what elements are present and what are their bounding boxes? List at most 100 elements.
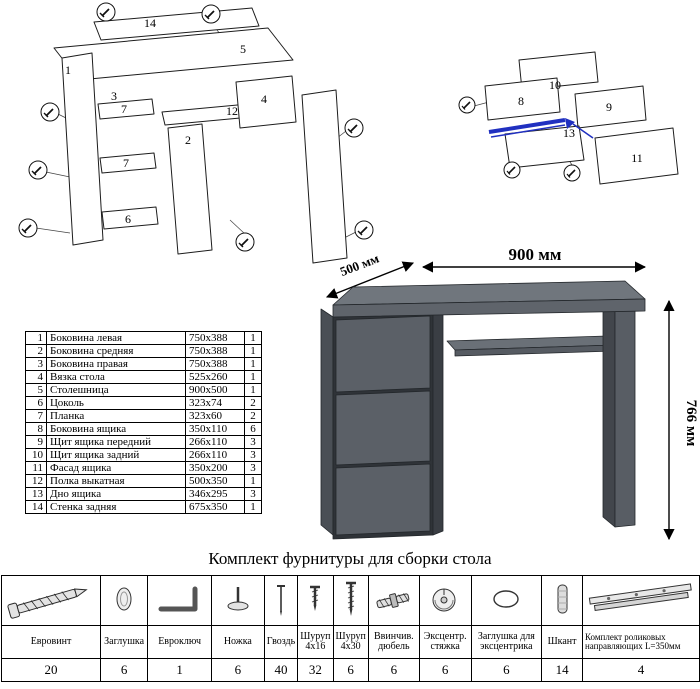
- part-qty: 6: [244, 422, 262, 436]
- screw-callout-icon: [458, 96, 476, 114]
- desk-render: 500 мм 900 мм 766 мм: [320, 245, 699, 541]
- drawer-facade-11: [594, 127, 679, 185]
- hardware-name: Заглушка: [99, 625, 149, 659]
- plank-7a: [97, 98, 155, 120]
- part-num: 9: [25, 435, 47, 449]
- part-num: 12: [25, 474, 47, 488]
- hardware-qty: 14: [541, 658, 583, 682]
- exploded-desk-diagram: 14 5 1 3 7 7 6 2 12 4: [18, 2, 374, 264]
- panel-side-left-1: [61, 52, 104, 246]
- hardware-qty: 4: [581, 658, 700, 682]
- part-label-7b: 7: [123, 156, 129, 170]
- desk-left-side-face: [320, 308, 334, 536]
- part-name: Щит ящика задний: [46, 448, 186, 462]
- euro-screw-icon: [7, 588, 88, 619]
- cap-icon: [116, 587, 132, 611]
- part-qty: 1: [244, 474, 262, 488]
- part-num: 11: [25, 461, 47, 475]
- part-label-14: 14: [144, 16, 156, 30]
- part-label-10: 10: [549, 78, 561, 92]
- hex-key-icon: [158, 586, 198, 612]
- part-qty: 1: [244, 370, 262, 384]
- part-size: 750x388: [185, 344, 245, 358]
- hardware-qty: 6: [367, 658, 420, 682]
- roller-guides-icon: [588, 583, 692, 612]
- part-name: Столешница: [46, 383, 186, 397]
- part-num: 8: [25, 422, 47, 436]
- nail-icon: [276, 585, 285, 616]
- screw-callout-icon: [18, 218, 38, 238]
- screw-callout-icon: [28, 160, 48, 180]
- part-name: Вязка стола: [46, 370, 186, 384]
- part-label-3: 3: [111, 89, 117, 103]
- part-name: Цоколь: [46, 396, 186, 410]
- screw-short-icon: [310, 585, 321, 611]
- part-qty: 1: [244, 357, 262, 371]
- hardware-qty-row: 20 6 1 6 40 32 6 6 6 6 14 4: [1, 658, 700, 682]
- hardware-icons-row: [1, 575, 700, 626]
- part-num: 13: [25, 487, 47, 501]
- screw-callout-icon: [344, 118, 364, 138]
- panel-side-middle-2: [167, 123, 213, 255]
- hardware-name: Эксцентр. стяжка: [418, 625, 472, 659]
- part-size: 266x110: [185, 435, 245, 449]
- part-label-4: 4: [261, 92, 267, 106]
- hardware-name: Комплект роликовых направляющих L=350мм: [581, 625, 700, 659]
- depth-arrow: [325, 261, 415, 299]
- part-label-5: 5: [240, 42, 246, 56]
- part-qty: 3: [244, 435, 262, 449]
- part-size: 750x388: [185, 331, 245, 345]
- part-name: Стенка задняя: [46, 500, 186, 514]
- part-label-1: 1: [65, 63, 71, 77]
- part-qty: 1: [244, 331, 262, 345]
- hardware-qty: 20: [1, 658, 101, 682]
- part-size: 500x350: [185, 474, 245, 488]
- screw-callout-icon: [235, 232, 255, 252]
- cam-lock-icon: [432, 588, 456, 612]
- hardware-icon-cell: [332, 575, 369, 626]
- hardware-name: Гвоздь: [263, 625, 299, 659]
- part-name: Боковина ящика: [46, 422, 186, 436]
- part-qty: 3: [244, 448, 262, 462]
- screw-callout-icon: [96, 2, 116, 22]
- part-size: 750x388: [185, 357, 245, 371]
- blue-arrowhead: [565, 118, 575, 129]
- hardware-qty: 32: [297, 658, 334, 682]
- part-label-6: 6: [125, 212, 131, 226]
- part-name: Полка выкатная: [46, 474, 186, 488]
- hardware-icon-cell: [297, 575, 334, 626]
- hardware-name: Ввинчив. дюбель: [367, 625, 420, 659]
- drawer-front-3: [335, 463, 431, 536]
- drawer-front-2: [335, 390, 431, 466]
- hardware-name: Шуруп 4x16: [297, 625, 334, 659]
- hardware-icon-cell: [470, 575, 543, 626]
- part-qty: 3: [244, 461, 262, 475]
- part-num: 6: [25, 396, 47, 410]
- part-qty: 3: [244, 487, 262, 501]
- drawer-side-panel-8: [484, 77, 561, 121]
- wood-dowel-icon: [557, 584, 568, 614]
- hardware-icon-cell: [99, 575, 149, 626]
- part-num: 2: [25, 344, 47, 358]
- part-size: 323x60: [185, 409, 245, 423]
- part-num: 3: [25, 357, 47, 371]
- part-size: 266x110: [185, 448, 245, 462]
- hardware-icon-cell: [541, 575, 583, 626]
- hardware-qty: 6: [99, 658, 149, 682]
- part-num: 5: [25, 383, 47, 397]
- hardware-icon-cell: [418, 575, 472, 626]
- hardware-name: Шуруп 4x30: [332, 625, 369, 659]
- hardware-icon-cell: [147, 575, 212, 626]
- exploded-drawer-diagram: 10 8 9 13 11: [458, 51, 679, 185]
- hardware-icon-cell: [210, 575, 265, 626]
- part-num: 1: [25, 331, 47, 345]
- hardware-names-row: Евровинт Заглушка Евроключ Ножка Гвоздь …: [1, 625, 700, 659]
